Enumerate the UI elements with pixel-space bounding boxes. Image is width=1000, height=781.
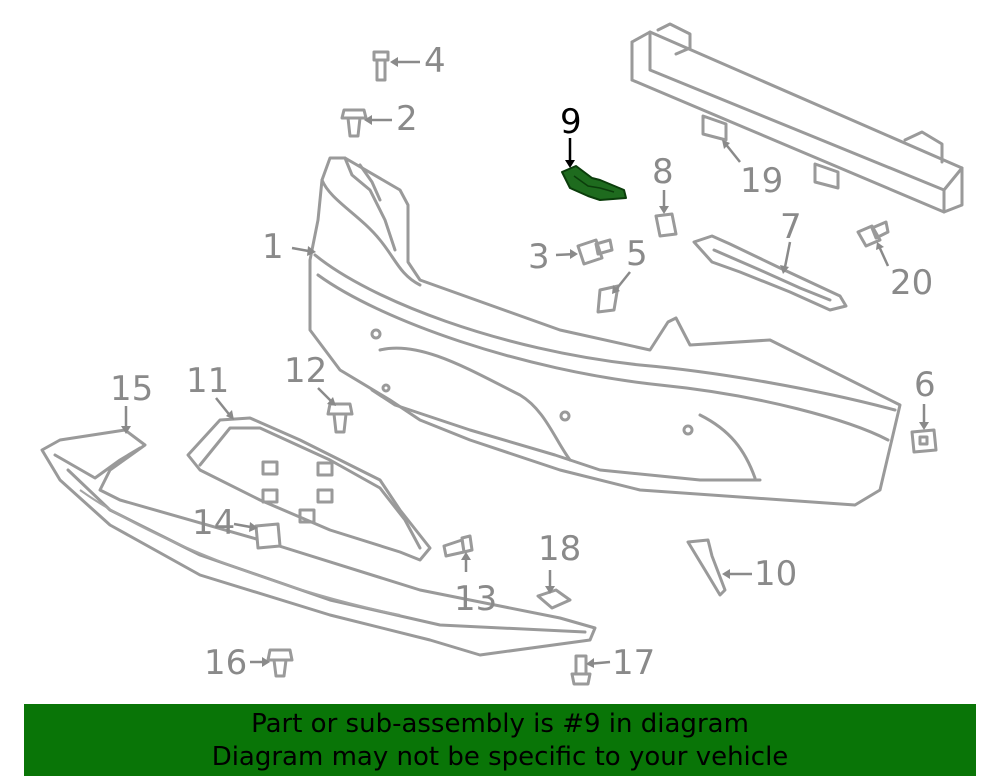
leader-arrows: [121, 57, 929, 668]
callout-6: 6: [914, 365, 936, 405]
part-13-screw: [442, 534, 474, 558]
part-20-bolt: [856, 220, 890, 248]
callout-7: 7: [780, 207, 802, 247]
callout-18: 18: [538, 529, 581, 569]
info-banner: Part or sub-assembly is #9 in diagram Di…: [24, 704, 976, 776]
callout-14: 14: [192, 503, 235, 543]
callout-4: 4: [424, 41, 446, 81]
callout-20: 20: [890, 263, 933, 303]
part-4-bolt: [372, 50, 390, 82]
part-15-lower-valance: [40, 428, 597, 657]
callout-12: 12: [284, 351, 327, 391]
part-7-side-bracket: [692, 234, 848, 312]
part-12-clip: [326, 402, 354, 434]
banner-line-2: Diagram may not be specific to your vehi…: [211, 742, 789, 772]
part-11-bracket: [186, 416, 432, 562]
part-18-clip: [536, 588, 572, 610]
callout-10: 10: [754, 554, 797, 594]
part-8-nut: [654, 212, 678, 238]
callout-5: 5: [626, 234, 648, 274]
part-14-nut: [254, 522, 282, 550]
parts-diagram: 4 2 9 1 3 5 8 7 19 20 6 12 11 15 14 13 1…: [40, 22, 964, 686]
callout-1: 1: [262, 227, 284, 267]
callout-9: 9: [560, 102, 582, 142]
part-6-nut: [910, 428, 938, 454]
callout-3: 3: [528, 237, 550, 277]
callout-2: 2: [396, 99, 418, 139]
part-17-screw: [570, 654, 592, 686]
callout-13: 13: [454, 579, 497, 619]
part-19-reinforcement-beam: [630, 22, 964, 214]
banner-line-1: Part or sub-assembly is #9 in diagram: [251, 709, 749, 739]
callout-8: 8: [652, 152, 674, 192]
callout-11: 11: [186, 361, 229, 401]
part-2-clip: [340, 108, 368, 138]
callout-19: 19: [740, 161, 783, 201]
callout-17: 17: [612, 643, 655, 683]
part-16-clip: [266, 648, 294, 678]
callout-16: 16: [204, 643, 247, 683]
part-3-bolt: [576, 238, 614, 266]
part-1-bumper-cover: [308, 156, 902, 507]
callout-15: 15: [110, 369, 153, 409]
part-10-lamp: [686, 538, 727, 597]
part-9-bracket-highlighted: [561, 165, 627, 201]
callout-labels: 4 2 9 1 3 5 8 7 19 20 6 12 11 15 14 13 1…: [110, 41, 936, 683]
